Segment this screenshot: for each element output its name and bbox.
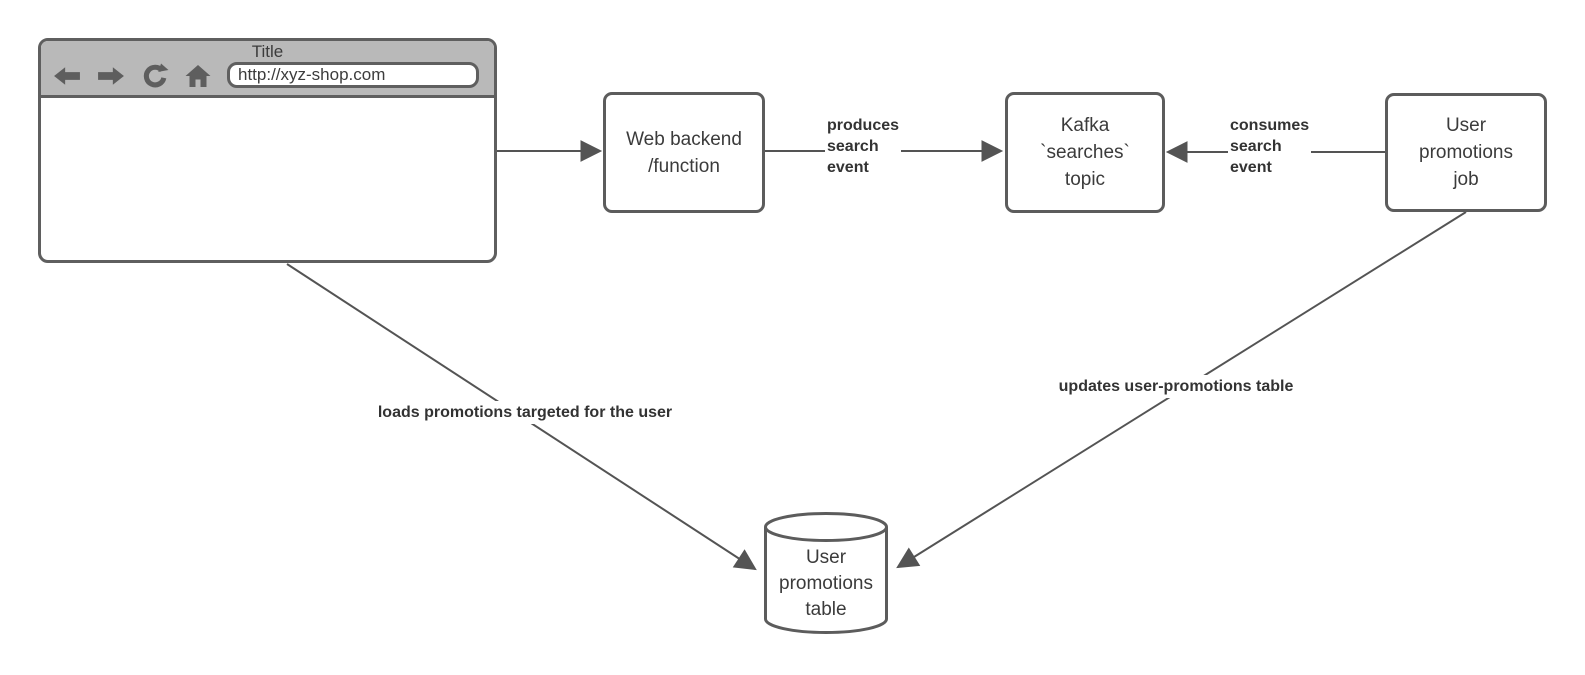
edge-label-loads: loads promotions targeted for the user	[353, 401, 697, 424]
node-promotions-job: User promotions job	[1385, 93, 1547, 212]
node-web-backend: Web backend /function	[603, 92, 765, 213]
node-promotions-table-label: User promotions table	[779, 547, 873, 620]
home-icon	[185, 64, 211, 88]
edge-label-produces: produces search event	[825, 114, 902, 179]
url-bar: http://xyz-shop.com	[227, 62, 479, 88]
node-promotions-table: User promotions table	[765, 538, 887, 630]
edge-label-consumes: consumes search event	[1228, 114, 1312, 179]
back-icon	[53, 64, 81, 88]
browser-header: Title	[41, 41, 494, 98]
browser-nav-icons	[53, 63, 211, 89]
database-cylinder	[764, 512, 888, 634]
node-kafka-topic: Kafka `searches` topic	[1005, 92, 1165, 213]
forward-icon	[97, 64, 125, 88]
browser-title: Title	[251, 42, 284, 61]
edge-label-updates: updates user-promotions table	[1034, 375, 1318, 398]
browser-window: Title	[38, 38, 497, 263]
refresh-icon	[141, 63, 169, 89]
node-promotions-job-label: User promotions job	[1419, 115, 1513, 190]
node-kafka-topic-label: Kafka `searches` topic	[1040, 115, 1130, 190]
url-text: http://xyz-shop.com	[238, 65, 386, 84]
node-web-backend-label: Web backend /function	[626, 128, 742, 177]
